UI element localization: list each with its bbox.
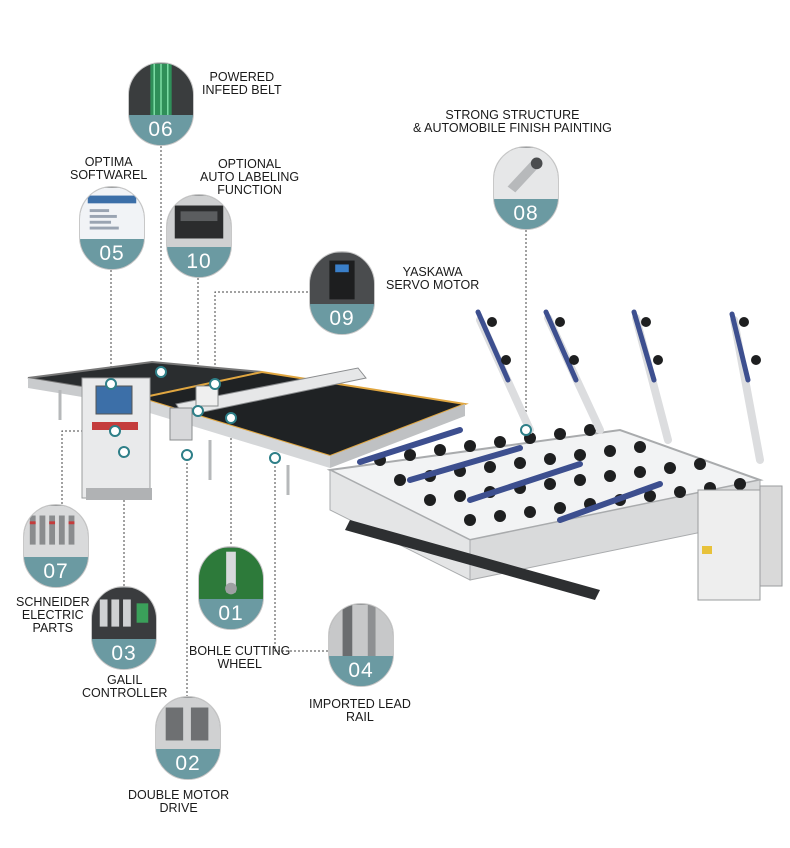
- feature-number: 09: [310, 304, 374, 334]
- software-screen-photo-icon: [80, 187, 144, 241]
- feature-number: 01: [199, 599, 263, 629]
- labeling-printer-photo-icon: [167, 195, 231, 249]
- electric-parts-photo-icon: [24, 505, 88, 559]
- cutting-wheel-photo-icon: [199, 547, 263, 601]
- painted-structure-photo-icon: [494, 147, 558, 201]
- leader-line-09: [214, 291, 308, 384]
- feature-badge-04: 04: [328, 603, 394, 687]
- feature-number: 05: [80, 239, 144, 269]
- feature-number: 08: [494, 199, 558, 229]
- feature-badge-10: 10: [166, 194, 232, 278]
- feature-badge-08: 08: [493, 146, 559, 230]
- feature-number: 06: [129, 115, 193, 145]
- feature-number: 10: [167, 247, 231, 277]
- feature-badge-05: 05: [79, 186, 145, 270]
- feature-badge-07: 07: [23, 504, 89, 588]
- feature-number: 03: [92, 639, 156, 669]
- servo-motor-photo-icon: [310, 252, 374, 306]
- lead-rail-photo-icon: [329, 604, 393, 658]
- feature-number: 04: [329, 656, 393, 686]
- leader-line-04: [274, 458, 328, 652]
- feature-badge-06: 06: [128, 62, 194, 146]
- feature-badge-02: 02: [155, 696, 221, 780]
- feature-number: 02: [156, 749, 220, 779]
- glass-cutting-machine-illustration: [27, 309, 783, 601]
- infeed-belt-photo-icon: [129, 63, 193, 117]
- feature-badge-03: 03: [91, 586, 157, 670]
- feature-number: 07: [24, 557, 88, 587]
- feature-badge-01: 01: [198, 546, 264, 630]
- controller-photo-icon: [92, 587, 156, 641]
- feature-badge-09: 09: [309, 251, 375, 335]
- motor-drive-photo-icon: [156, 697, 220, 751]
- feature-label-08: STRONG STRUCTURE& AUTOMOBILE FINISH PAIN…: [413, 108, 612, 135]
